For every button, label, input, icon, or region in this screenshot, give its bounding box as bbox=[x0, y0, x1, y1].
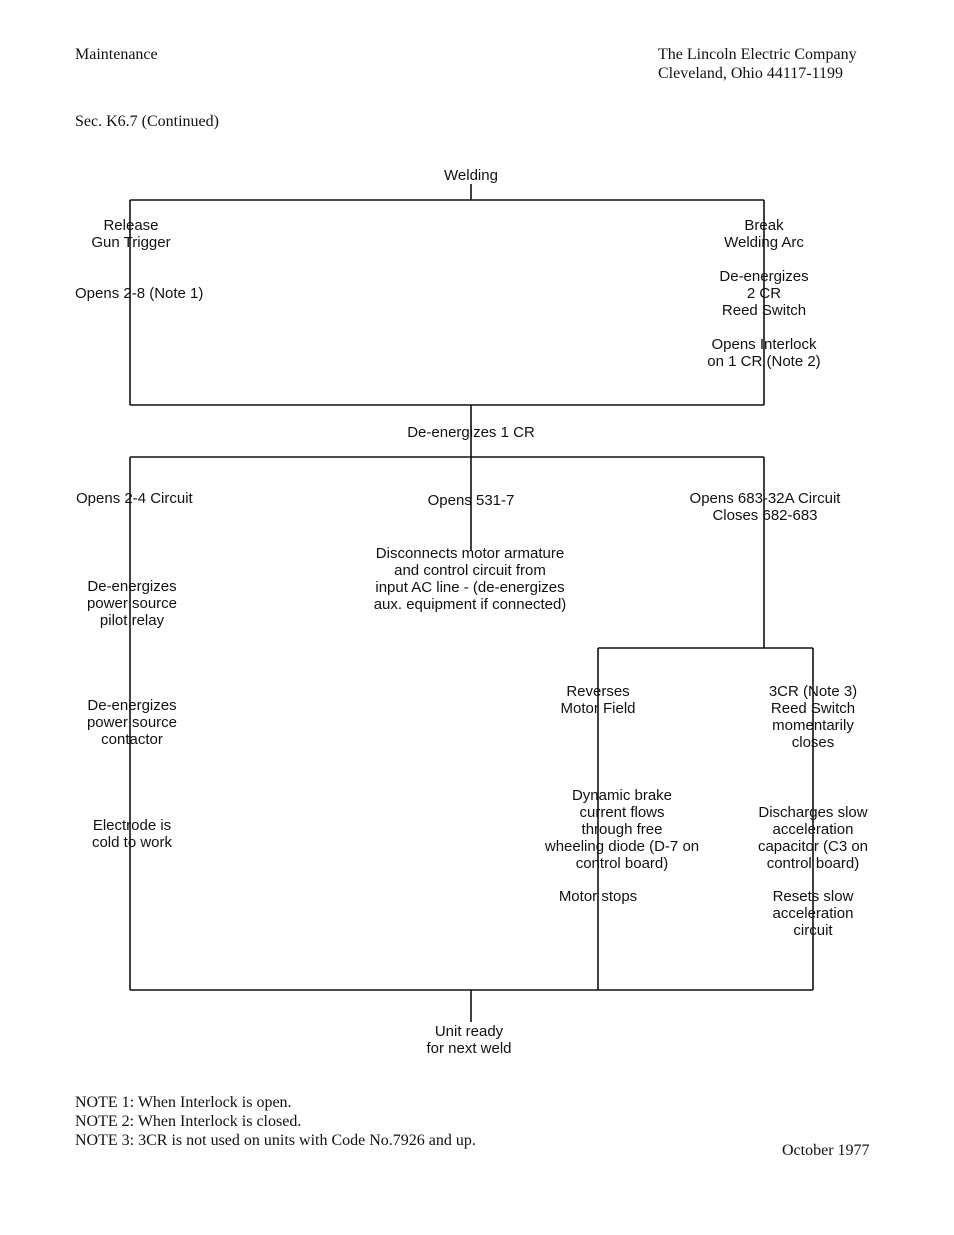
node-discharges-cap: Discharges slow acceleration capacitor (… bbox=[738, 804, 888, 872]
node-opens-531-7: Opens 531-7 bbox=[411, 492, 531, 509]
node-text-line: Reverses bbox=[566, 683, 630, 700]
node-release-trigger: Release Gun Trigger bbox=[62, 217, 200, 251]
node-text-line: circuit bbox=[793, 922, 833, 939]
node-text-line: Opens Interlock bbox=[711, 336, 817, 353]
node-deenergizes-2cr: De-energizes 2 CR Reed Switch bbox=[694, 268, 834, 319]
node-text-line: Resets slow bbox=[772, 888, 854, 905]
node-dynamic-brake: Dynamic brake current flows through free… bbox=[528, 787, 716, 872]
node-opens-interlock: Opens Interlock on 1 CR (Note 2) bbox=[694, 336, 834, 370]
company-address: Cleveland, Ohio 44117-1199 bbox=[658, 65, 844, 82]
node-3cr-reed: 3CR (Note 3) Reed Switch momentarily clo… bbox=[748, 683, 878, 751]
node-opens-2-8: Opens 2-8 (Note 1) bbox=[75, 285, 203, 302]
node-break-arc: Break Welding Arc bbox=[694, 217, 834, 251]
node-text-line: Motor stops bbox=[558, 888, 638, 905]
note-1: NOTE 1: When Interlock is open. bbox=[75, 1094, 292, 1111]
node-welding-line: Welding bbox=[444, 167, 498, 184]
node-text-line: momentarily bbox=[772, 717, 854, 734]
connector-lines bbox=[129, 183, 814, 1022]
node-motor-stops: Motor stops bbox=[538, 888, 658, 905]
node-text-line: wheeling diode (D-7 on bbox=[544, 838, 700, 855]
node-text-line: Discharges slow bbox=[758, 804, 868, 821]
node-text-line: through free bbox=[581, 821, 663, 838]
node-text-line: closes bbox=[791, 734, 835, 751]
node-text-line: Reed Switch bbox=[721, 302, 807, 319]
subsection-title: Sec. K6.7 (Continued) bbox=[75, 113, 219, 130]
node-text-line: De-energizes bbox=[87, 697, 177, 714]
node-text-line: Opens 2-4 Circuit bbox=[76, 490, 193, 507]
node-unit-ready: Unit ready for next weld bbox=[409, 1023, 529, 1057]
node-text-line: De-energizes bbox=[87, 578, 177, 595]
node-deenergizes-1cr: De-energizes 1 CR bbox=[391, 424, 551, 441]
node-text-line: Welding Arc bbox=[724, 234, 804, 251]
node-text-line: De-energizes bbox=[719, 268, 809, 285]
node-text-line: Gun Trigger bbox=[91, 234, 171, 251]
node-text-line: Disconnects motor armature bbox=[375, 545, 565, 562]
node-text-line: power source bbox=[86, 714, 178, 731]
header-section-title: Maintenance bbox=[75, 46, 158, 63]
company-name: The Lincoln Electric Company bbox=[658, 46, 857, 63]
node-text-line: pilot relay bbox=[99, 612, 165, 629]
node-text-line: 3CR (Note 3) bbox=[768, 683, 858, 700]
node-text-line: input AC line - (de-energizes bbox=[375, 579, 565, 596]
node-text-line: De-energizes 1 CR bbox=[407, 424, 535, 441]
node-text-line: Electrode is bbox=[92, 817, 172, 834]
header-company: The Lincoln Electric Company Cleveland, … bbox=[658, 45, 857, 83]
node-text-line: Reed Switch bbox=[770, 700, 856, 717]
node-text-line: Motor Field bbox=[560, 700, 636, 717]
node-text-line: Closes 682-683 bbox=[712, 507, 818, 524]
notes-block: NOTE 1: When Interlock is open. NOTE 2: … bbox=[75, 1093, 476, 1150]
node-text-line: acceleration bbox=[772, 905, 854, 922]
node-text-line: 2 CR bbox=[746, 285, 782, 302]
node-electrode-cold: Electrode is cold to work bbox=[72, 817, 192, 851]
node-text-line: for next weld bbox=[426, 1040, 512, 1057]
node-text-line: control board) bbox=[575, 855, 669, 872]
node-text-line: control board) bbox=[766, 855, 860, 872]
node-text-line: Opens 2-8 (Note 1) bbox=[75, 285, 204, 302]
node-deenergizes-pilot: De-energizes power source pilot relay bbox=[72, 578, 192, 629]
node-text-line: Break bbox=[744, 217, 784, 234]
node-text-line: acceleration bbox=[772, 821, 854, 838]
node-text-line: current flows bbox=[579, 804, 665, 821]
footer-date: October 1977 bbox=[782, 1142, 870, 1159]
node-opens-2-4: Opens 2-4 Circuit bbox=[76, 490, 193, 507]
node-text-line: contactor bbox=[101, 731, 163, 748]
node-text-line: Unit ready bbox=[434, 1023, 504, 1040]
node-text-line: capacitor (C3 on bbox=[757, 838, 869, 855]
node-reverses-field: Reverses Motor Field bbox=[538, 683, 658, 717]
node-text-line: Release bbox=[103, 217, 159, 234]
node-text-line: Opens 683-32A Circuit bbox=[689, 490, 841, 507]
node-resets-slow: Resets slow acceleration circuit bbox=[738, 888, 888, 939]
node-text-line: and control circuit from bbox=[394, 562, 546, 579]
note-2: NOTE 2: When Interlock is closed. bbox=[75, 1113, 302, 1130]
node-opens-683: Opens 683-32A Circuit Closes 682-683 bbox=[674, 490, 856, 524]
node-welding: Welding bbox=[421, 167, 521, 184]
node-text-line: on 1 CR (Note 2) bbox=[707, 353, 821, 370]
node-text-line: Opens 531-7 bbox=[427, 492, 515, 509]
node-text-line: Dynamic brake bbox=[571, 787, 673, 804]
node-disconnects-motor: Disconnects motor armature and control c… bbox=[356, 545, 584, 613]
node-deenergizes-contactor: De-energizes power source contactor bbox=[72, 697, 192, 748]
node-text-line: aux. equipment if connected) bbox=[373, 596, 567, 613]
node-text-line: power source bbox=[86, 595, 178, 612]
node-text-line: cold to work bbox=[91, 834, 173, 851]
note-3: NOTE 3: 3CR is not used on units with Co… bbox=[75, 1132, 476, 1149]
